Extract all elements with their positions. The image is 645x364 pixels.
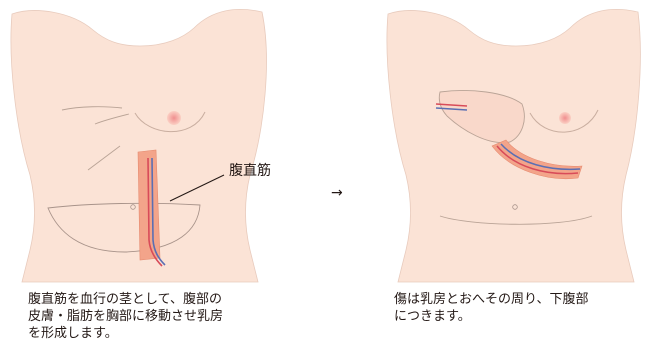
left-nipple — [167, 111, 181, 125]
left-caption-line: を形成します。 — [28, 325, 223, 342]
left-caption-line: 腹直筋を血行の茎として、腹部の — [28, 291, 223, 308]
right-torso — [387, 9, 640, 282]
left-caption: 腹直筋を血行の茎として、腹部の 皮膚・脂肪を胸部に移動させ乳房 を形成します。 — [28, 291, 223, 342]
left-torso-body — [11, 9, 266, 282]
right-torso-body — [387, 9, 640, 282]
right-caption-line: 傷は乳房とおへその周り、下腹部 — [394, 291, 588, 308]
right-caption: 傷は乳房とおへその周り、下腹部 につきます。 — [394, 291, 588, 325]
right-nipple — [559, 112, 571, 124]
right-caption-line: につきます。 — [394, 308, 588, 325]
arrow-right-icon: → — [331, 186, 343, 200]
rectus-muscle-label: 腹直筋 — [229, 163, 271, 179]
left-caption-line: 皮膚・脂肪を胸部に移動させ乳房 — [28, 308, 223, 325]
left-torso — [11, 9, 266, 282]
